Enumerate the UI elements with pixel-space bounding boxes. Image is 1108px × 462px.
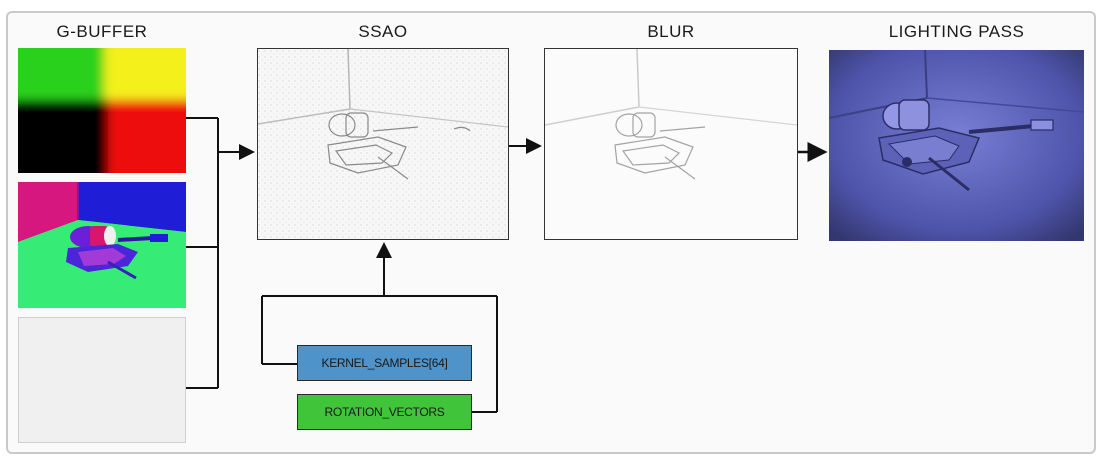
blur-title: BLUR: [647, 22, 695, 41]
kernel-samples-block: KERNEL_SAMPLES[64]: [297, 345, 472, 381]
gbuffer-normal-image: [18, 182, 186, 308]
ssao-output-image: [257, 48, 509, 240]
lighting-output-image: [829, 50, 1084, 241]
gbuffer-position-image: [18, 48, 186, 173]
gbuffer-title: G-BUFFER: [56, 22, 148, 41]
gbuffer-albedo-image: [18, 317, 186, 443]
lighting-title: LIGHTING PASS: [888, 22, 1025, 41]
ssao-title: SSAO: [358, 22, 408, 41]
blur-output-image: [544, 48, 798, 240]
rotation-vectors-block: ROTATION_VECTORS: [297, 394, 472, 430]
